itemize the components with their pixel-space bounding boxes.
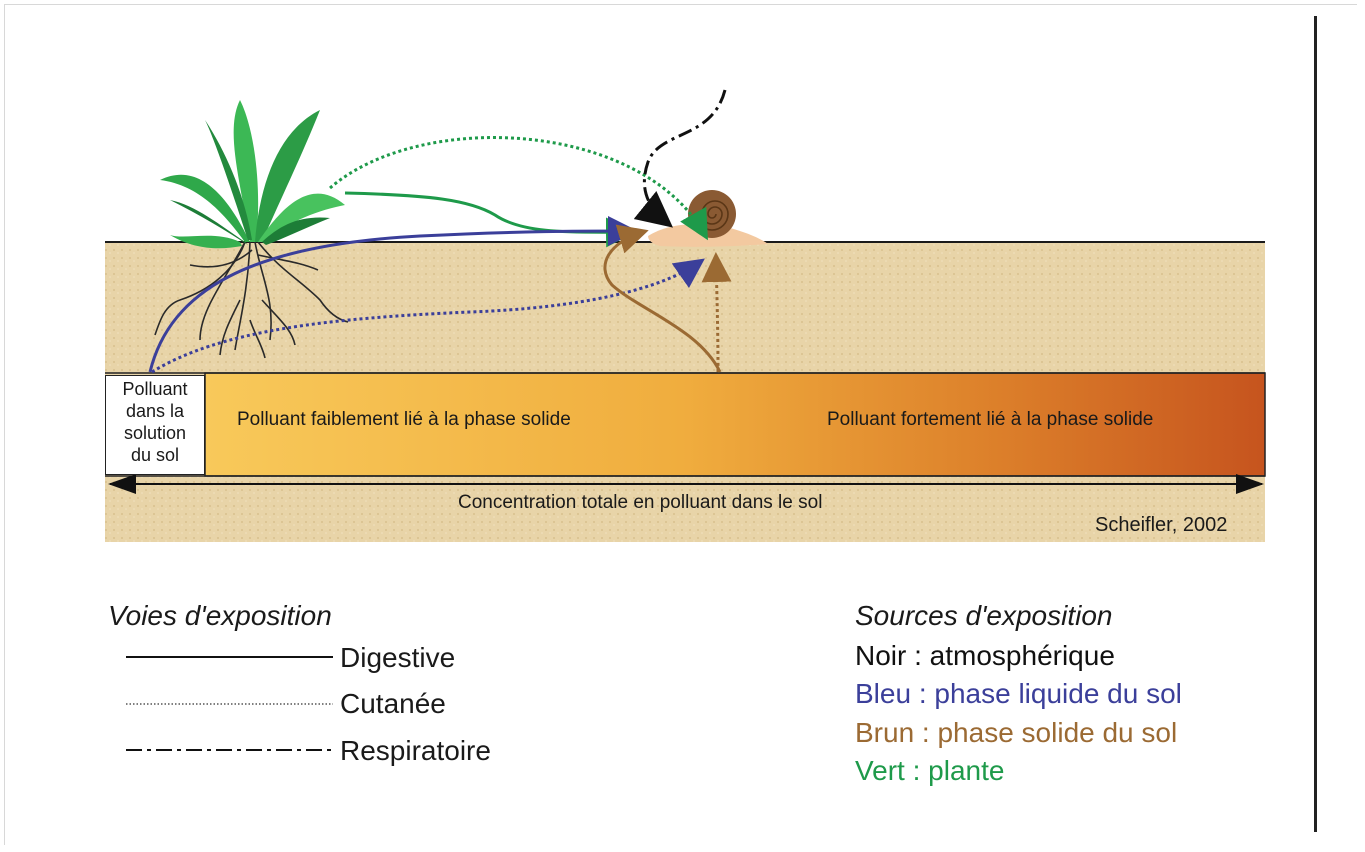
source-plant: Vert : plante bbox=[855, 755, 1004, 787]
route-cutaneous: Cutanée bbox=[340, 688, 446, 720]
source-credit: Scheifler, 2002 bbox=[1095, 514, 1227, 537]
source-atmospheric: Noir : atmosphérique bbox=[855, 640, 1115, 672]
concentration-label: Concentration totale en polluant dans le… bbox=[458, 492, 822, 514]
weak-binding-label: Polluant faiblement lié à la phase solid… bbox=[237, 409, 571, 431]
sources-legend-title: Sources d'exposition bbox=[855, 600, 1113, 632]
route-digestive: Digestive bbox=[340, 642, 455, 674]
green-digestive-path bbox=[345, 193, 630, 232]
solution-line-3: solution bbox=[106, 422, 204, 444]
source-liquid-phase: Bleu : phase liquide du sol bbox=[855, 678, 1182, 710]
route-respiratory: Respiratoire bbox=[340, 735, 491, 767]
plant-leaves bbox=[160, 100, 345, 248]
solution-line-4: du sol bbox=[106, 444, 204, 466]
routes-legend-title: Voies d'exposition bbox=[108, 600, 332, 632]
solution-label-box: Polluant dans la solution du sol bbox=[105, 375, 205, 475]
solution-line-2: dans la bbox=[106, 400, 204, 422]
source-solid-phase: Brun : phase solide du sol bbox=[855, 717, 1177, 749]
green-cutaneous-path bbox=[330, 138, 705, 235]
solution-line-1: Polluant bbox=[106, 378, 204, 400]
snail bbox=[648, 190, 768, 247]
strong-binding-label: Polluant fortement lié à la phase solide bbox=[827, 409, 1153, 431]
